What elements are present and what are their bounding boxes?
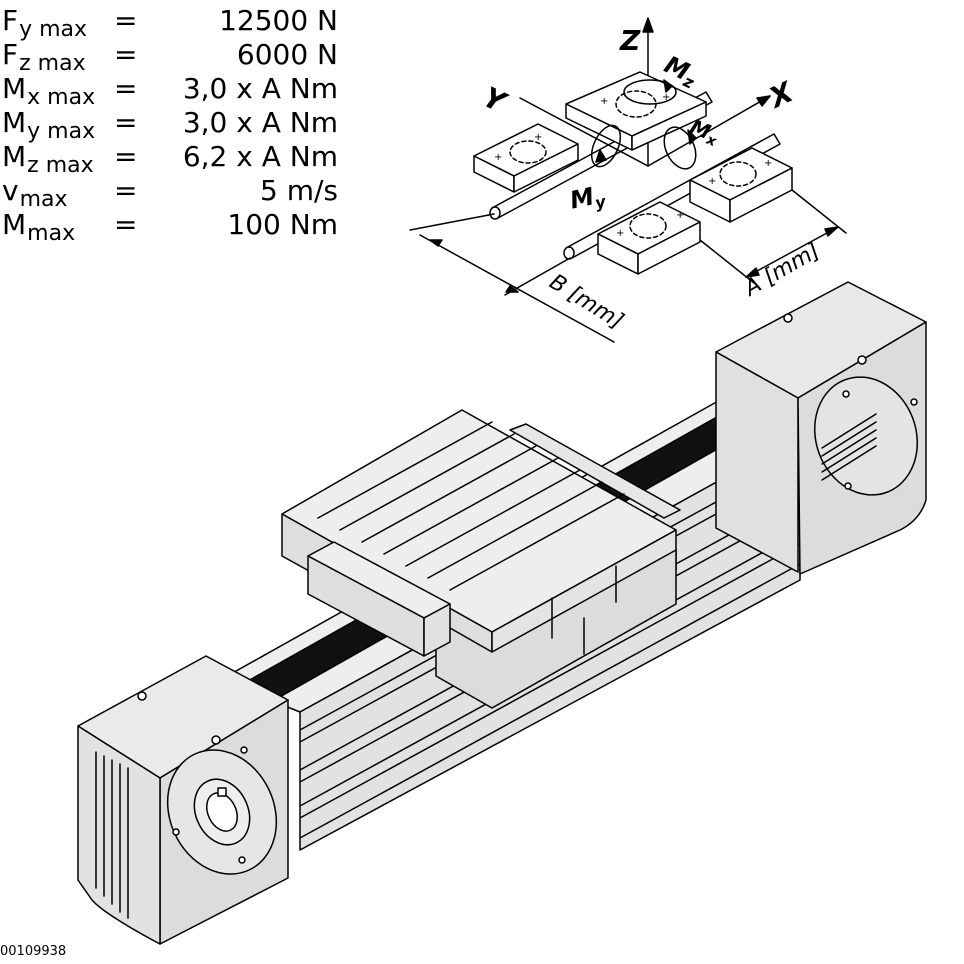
rear-shaft-end bbox=[489, 206, 501, 220]
carriage-block-left: + + bbox=[473, 123, 579, 193]
spec-value: 5 m/s bbox=[259, 174, 338, 207]
spec-symbol: F bbox=[2, 38, 19, 71]
mz-moment-ring bbox=[623, 79, 677, 105]
svg-text:+: + bbox=[494, 152, 502, 163]
spec-list: Fy max = 12500 N Fz max = 6000 N Mx max … bbox=[0, 4, 350, 246]
table-grooves bbox=[317, 421, 625, 591]
spec-row-my: My max = 3,0 x A Nm bbox=[0, 106, 350, 144]
spec-row-v: vmax = 5 m/s bbox=[0, 174, 350, 212]
z-axis-arrow bbox=[642, 17, 654, 33]
screw-icon bbox=[137, 691, 147, 701]
spec-row-mx: Mx max = 3,0 x A Nm bbox=[0, 72, 350, 110]
spec-row-fy: Fy max = 12500 N bbox=[0, 4, 350, 42]
my-moment-ring bbox=[590, 124, 622, 168]
end-cap-right bbox=[715, 281, 927, 575]
y-axis-label: Y bbox=[478, 80, 513, 120]
my-label: My bbox=[567, 180, 608, 218]
spec-symbol: M bbox=[2, 208, 27, 241]
screw-icon bbox=[842, 390, 850, 398]
svg-text:+: + bbox=[708, 176, 716, 187]
spec-symbol: M bbox=[2, 106, 27, 139]
end-cap-left bbox=[77, 655, 289, 945]
carriage-block-front: + + bbox=[597, 201, 701, 275]
z-axis-label: Z bbox=[619, 24, 641, 57]
svg-text:B [mm]: B [mm] bbox=[545, 270, 628, 335]
spec-subscript: y max bbox=[19, 17, 88, 42]
spec-row-mz: Mz max = 6,2 x A Nm bbox=[0, 140, 350, 178]
screw-icon bbox=[910, 398, 918, 406]
front-shaft-end bbox=[563, 246, 575, 260]
x-axis-label: X bbox=[763, 75, 800, 115]
spec-symbol: F bbox=[2, 4, 19, 37]
screw-icon bbox=[844, 482, 852, 490]
mx-moment-arrow bbox=[687, 129, 697, 145]
screw-icon bbox=[172, 828, 180, 836]
svg-text:+: + bbox=[600, 96, 608, 107]
shaft-bore bbox=[206, 792, 238, 832]
spec-subscript: max bbox=[27, 221, 76, 246]
spec-equals: = bbox=[114, 38, 138, 71]
my-moment-arrow bbox=[595, 149, 607, 163]
spec-value: 100 Nm bbox=[227, 208, 338, 241]
load-diagram: + + + + + + bbox=[409, 17, 847, 343]
linear-module bbox=[77, 281, 927, 945]
spec-value: 3,0 x A Nm bbox=[182, 106, 338, 139]
spec-row-m: Mmax = 100 Nm bbox=[0, 208, 350, 246]
svg-text:+: + bbox=[616, 228, 624, 239]
spec-value: 12500 N bbox=[219, 4, 338, 37]
svg-text:+: + bbox=[534, 132, 542, 143]
svg-text:+: + bbox=[676, 210, 684, 221]
spec-equals: = bbox=[114, 72, 138, 105]
spec-value: 6000 N bbox=[236, 38, 338, 71]
spec-equals: = bbox=[114, 106, 138, 139]
carriage-table bbox=[281, 409, 681, 709]
svg-text:+: + bbox=[662, 92, 670, 103]
spec-equals: = bbox=[114, 140, 138, 173]
spec-subscript: x max bbox=[27, 85, 96, 110]
spec-name: Fz max bbox=[2, 38, 86, 76]
shaft-keyway bbox=[217, 787, 227, 797]
spec-name: Mz max bbox=[2, 140, 94, 178]
figure-id: 00109938 bbox=[0, 944, 67, 959]
spec-name: Mmax bbox=[2, 208, 76, 246]
carriage-block-right: + + bbox=[689, 147, 793, 223]
screw-icon bbox=[211, 735, 221, 745]
screw-icon bbox=[240, 746, 248, 754]
svg-text:+: + bbox=[764, 158, 772, 169]
spec-value: 3,0 x A Nm bbox=[182, 72, 338, 105]
y-axis-line bbox=[519, 97, 649, 167]
cooling-fins bbox=[95, 751, 129, 919]
spec-equals: = bbox=[114, 4, 138, 37]
spec-subscript: y max bbox=[27, 119, 96, 144]
spec-name: Mx max bbox=[2, 72, 96, 110]
screw-icon bbox=[857, 355, 867, 365]
screw-icon bbox=[238, 856, 246, 864]
cooling-fins bbox=[821, 413, 877, 481]
spec-name: My max bbox=[2, 106, 96, 144]
spec-symbol: v bbox=[2, 174, 19, 207]
spec-subscript: z max bbox=[19, 51, 86, 76]
spec-name: Fy max bbox=[2, 4, 88, 42]
svg-text:A [mm]: A [mm] bbox=[739, 239, 824, 303]
spec-symbol: M bbox=[2, 140, 27, 173]
spec-subscript: z max bbox=[27, 153, 94, 178]
mz-moment-arrow bbox=[663, 79, 673, 93]
spec-value: 6,2 x A Nm bbox=[182, 140, 338, 173]
spec-symbol: M bbox=[2, 72, 27, 105]
screw-icon bbox=[783, 313, 793, 323]
spec-row-fz: Fz max = 6000 N bbox=[0, 38, 350, 76]
spec-name: vmax bbox=[2, 174, 68, 212]
spec-equals: = bbox=[114, 208, 138, 241]
x-axis-arrow bbox=[756, 95, 771, 107]
spec-subscript: max bbox=[19, 187, 68, 212]
spec-equals: = bbox=[114, 174, 138, 207]
